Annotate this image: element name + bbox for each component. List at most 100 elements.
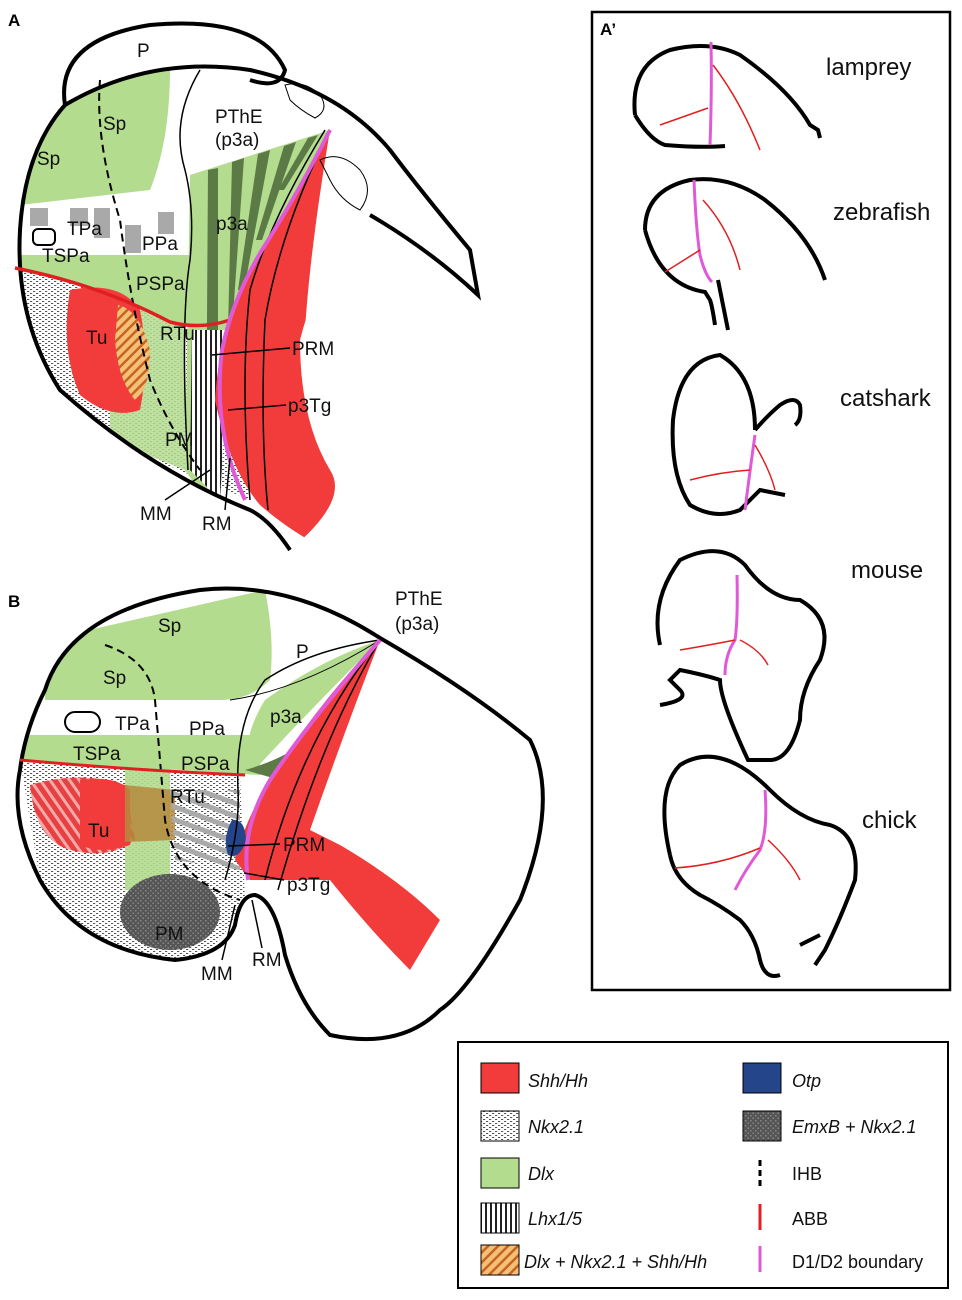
a-label-tspa: TSPa <box>42 246 90 267</box>
b-p3a-region <box>247 640 380 775</box>
b-label-mm: MM <box>201 964 233 985</box>
panel-b-letter: B <box>8 592 20 611</box>
b-lhx-region <box>170 790 240 870</box>
legend-right-swatches <box>742 1062 782 1272</box>
b-p-line <box>229 639 381 701</box>
a-p3a-dark-stripes <box>206 135 318 470</box>
lamprey-outline <box>632 41 822 151</box>
panel-a-prime-box <box>590 10 952 992</box>
a-ihb-dashed <box>98 79 201 471</box>
a-label-prm: PRM <box>292 339 334 360</box>
panel-a-prime-letter: A’ <box>600 20 616 39</box>
a-label-rtu: RTu <box>160 324 195 345</box>
panel-a-outlines <box>14 21 482 552</box>
b-label-ppa: PPa <box>189 719 225 740</box>
legend-label-shh: Shh/Hh <box>528 1071 588 1091</box>
b-label-pthe: PThE <box>395 589 443 610</box>
species-lamprey: lamprey <box>826 54 911 81</box>
species-catshark: catshark <box>840 385 932 412</box>
a-p3a-stripes <box>185 130 330 500</box>
b-label-pspa: PSPa <box>181 754 230 775</box>
legend-swatch-shh <box>480 1062 520 1094</box>
legend-swatch-dlx <box>480 1157 520 1189</box>
b-outline <box>15 586 545 1042</box>
legend-label-dlx: Dlx <box>528 1164 555 1184</box>
a-shh-basal <box>215 130 365 551</box>
legend-label-nkx21: Nkx2.1 <box>528 1117 584 1137</box>
legend-label-otp: Otp <box>792 1071 821 1091</box>
b-label-tspa: TSPa <box>73 744 121 765</box>
legend-label-abb: ABB <box>792 1209 828 1229</box>
b-label-tpa: TPa <box>115 714 150 735</box>
a-eye-shape <box>284 83 325 119</box>
catshark-outline <box>670 352 803 516</box>
b-label-pm: PM <box>155 924 184 945</box>
a-label-pm: PM <box>165 430 194 451</box>
b-label-sp2: Sp <box>103 668 126 689</box>
a-overlap-region <box>115 305 150 400</box>
b-otp-region <box>225 819 246 856</box>
b-dlx-tspa-band <box>20 735 260 775</box>
a-label-p3tg: p3Tg <box>288 396 331 417</box>
a-tpa-loop <box>32 228 56 246</box>
legend-swatch-overlap <box>480 1244 520 1276</box>
legend-label-ihb: IHB <box>792 1164 822 1184</box>
species-zebrafish: zebrafish <box>833 199 930 226</box>
species-chick: chick <box>862 807 918 834</box>
b-label-tu: Tu <box>88 821 109 842</box>
b-label-p3a: p3a <box>270 707 302 728</box>
panel-a-diagram <box>19 70 365 551</box>
a-label-pspa: PSPa <box>136 274 185 295</box>
a-label-ppa: PPa <box>142 234 178 255</box>
a-outline <box>63 64 482 301</box>
a-abb-red <box>14 266 231 328</box>
b-overlap-region <box>125 785 175 842</box>
a-label-pthe: PThE <box>215 107 263 128</box>
a-label-tu: Tu <box>86 328 107 349</box>
a-label-p3a: p3a <box>216 214 248 235</box>
b-label-prm: PRM <box>283 835 325 856</box>
a-label-mm: MM <box>140 504 172 525</box>
legend-label-d1d2: D1/D2 boundary <box>792 1252 923 1272</box>
species-mouse: mouse <box>851 557 923 584</box>
legend-box <box>457 1041 949 1289</box>
legend-swatch-otp <box>742 1062 782 1094</box>
b-label-rm: RM <box>252 950 282 971</box>
chick-outline <box>662 754 858 978</box>
a-d1d2-magenta <box>217 129 332 501</box>
b-label-p: P <box>296 642 309 663</box>
a-label-sp2: Sp <box>37 149 60 170</box>
b-tpa-loop <box>64 711 101 733</box>
legend-label-lhx: Lhx1/5 <box>528 1209 583 1229</box>
a-leader-lines <box>164 347 291 511</box>
a-dlx-tspa-band <box>19 255 230 326</box>
b-abb-red <box>19 758 246 777</box>
a-label-sp1: Sp <box>103 114 126 135</box>
legend-left-swatches <box>480 1062 520 1276</box>
a-label-rm: RM <box>202 514 232 535</box>
b-shh-basal <box>235 640 440 970</box>
b-label-p3tg: p3Tg <box>287 875 330 896</box>
b-pthe-boundary <box>224 639 381 881</box>
legend-swatch-lhx <box>480 1202 520 1234</box>
a-label-tpa: TPa <box>67 219 102 240</box>
legend-label-overlap: Dlx + Nkx2.1 + Shh/Hh <box>524 1252 707 1272</box>
mouse-outline <box>655 549 827 762</box>
legend-swatch-nkx21 <box>480 1110 520 1142</box>
a-label-p: P <box>137 41 150 62</box>
b-pm-region <box>120 874 220 950</box>
zebrafish-outline <box>643 177 827 331</box>
a-label-pthe-p3a: (p3a) <box>215 130 259 151</box>
panel-a-letter: A <box>8 11 20 30</box>
b-leader-lines <box>221 843 285 961</box>
a-p-lobe <box>62 21 288 106</box>
b-dlx-sp-region <box>45 590 272 700</box>
legend-label-emxb: EmxB + Nkx2.1 <box>792 1117 917 1137</box>
legend-swatch-emxb <box>742 1110 782 1142</box>
b-label-pthe-p3a: (p3a) <box>395 614 439 635</box>
b-label-sp1: Sp <box>158 616 181 637</box>
a-pthe-boundary <box>179 69 201 471</box>
b-label-rtu: RTu <box>170 787 205 808</box>
panel-b-diagram <box>20 590 440 970</box>
